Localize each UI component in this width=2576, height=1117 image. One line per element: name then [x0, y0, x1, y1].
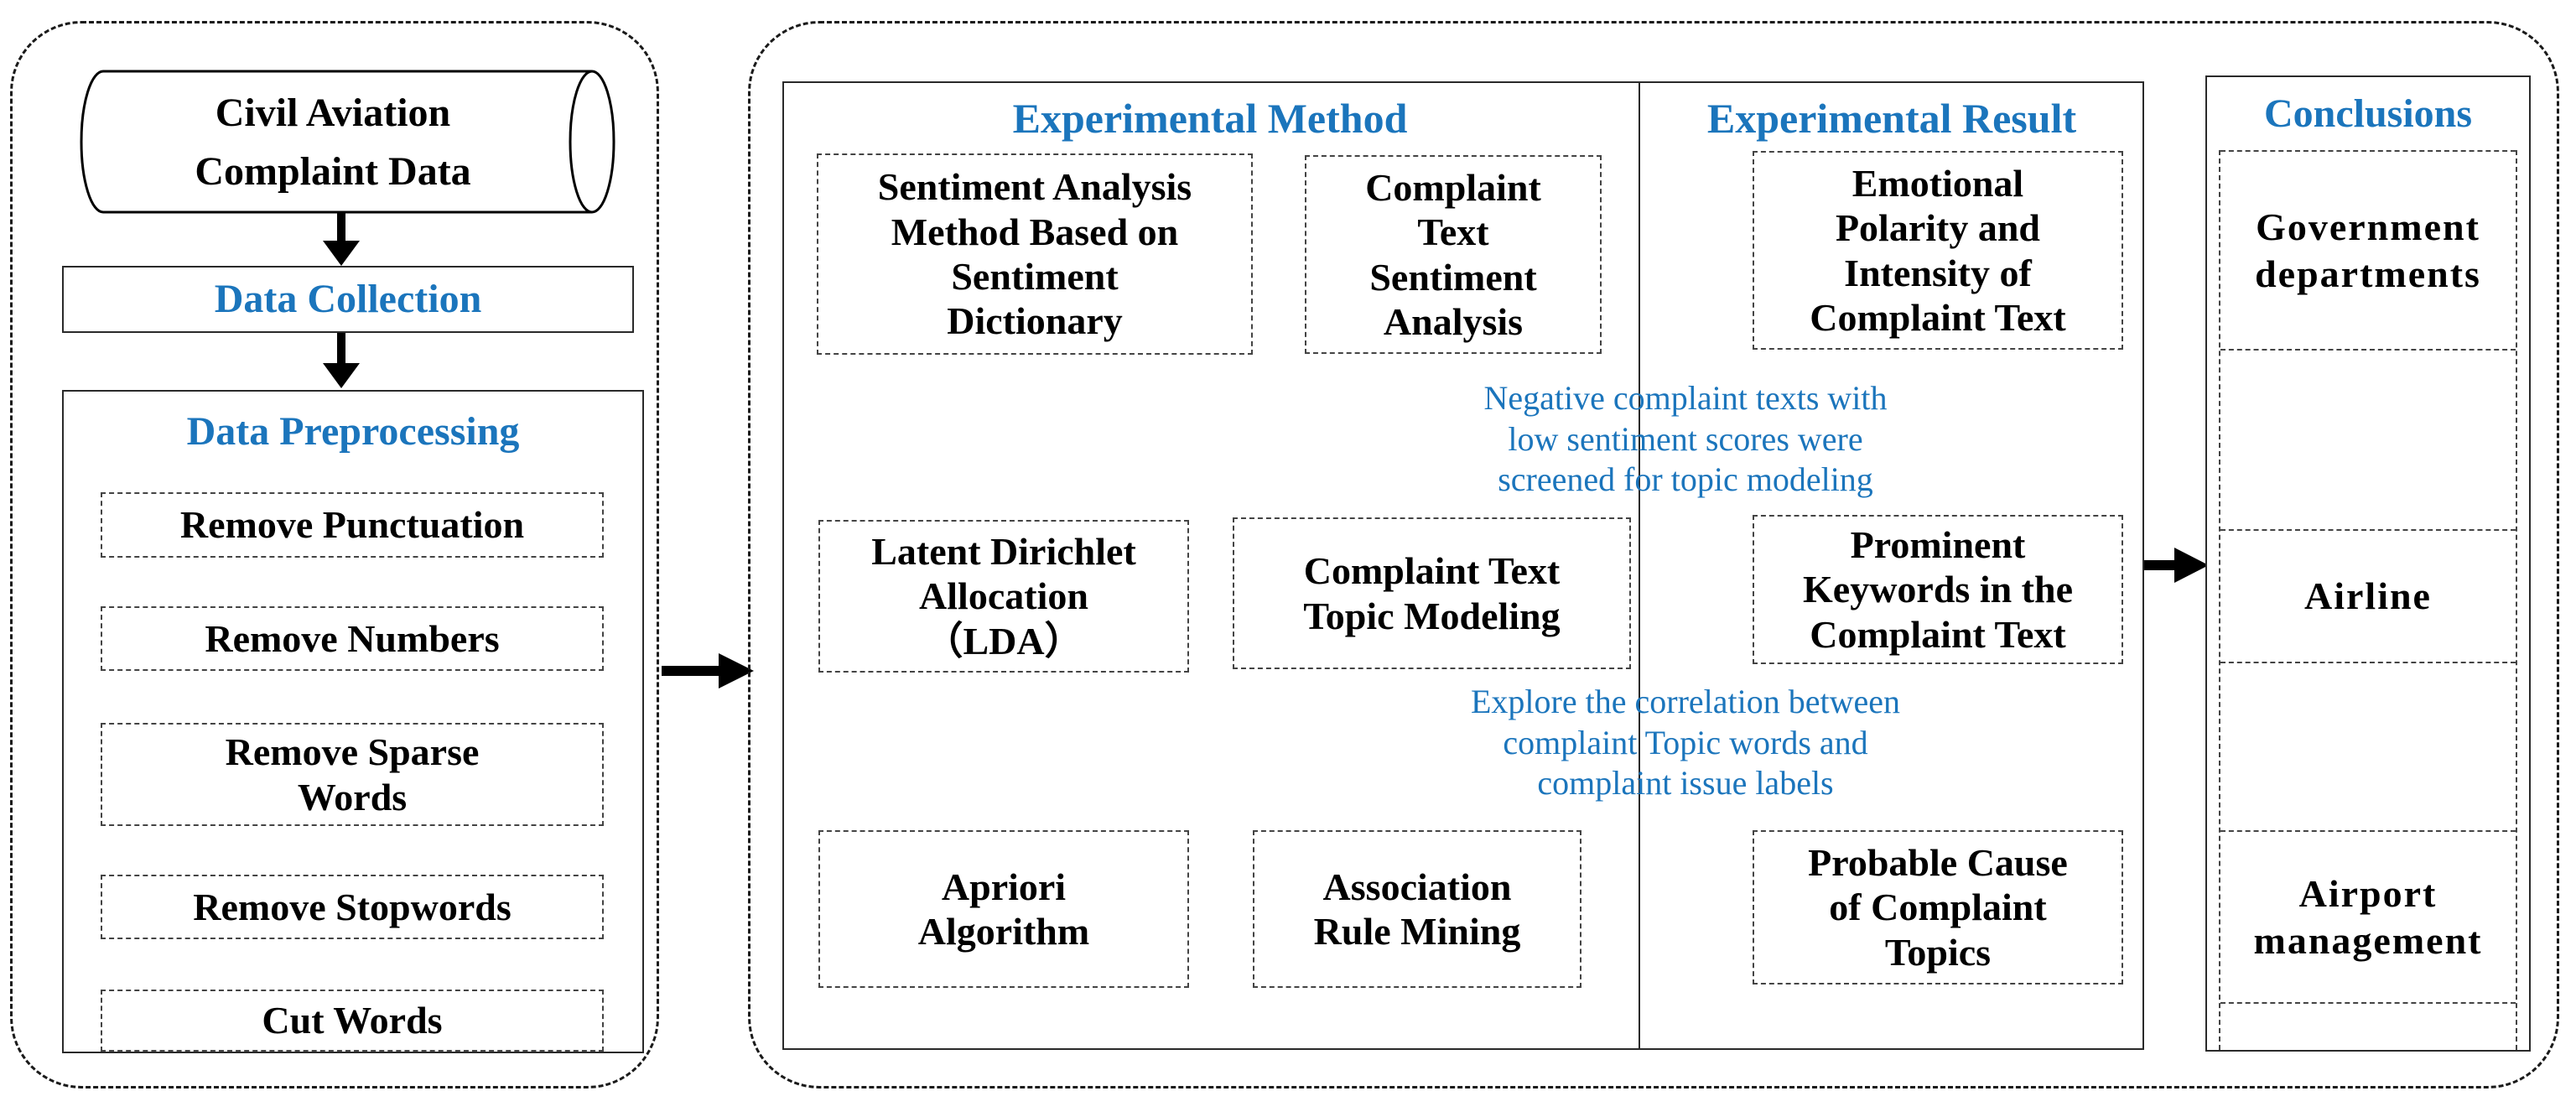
step-cut-words: Cut Words	[101, 990, 604, 1052]
node-association-rule-mining: Association Rule Mining	[1253, 830, 1581, 988]
result-column-header: Experimental Result	[1706, 95, 2077, 142]
node-probable-cause-result: Probable Cause of Complaint Topics	[1753, 830, 2123, 985]
conclusion-spacer-2	[2220, 662, 2516, 830]
node-sentiment-dictionary-method: Sentiment Analysis Method Based on Senti…	[817, 153, 1253, 355]
step-remove-sparse-words: Remove Sparse Words	[101, 723, 604, 826]
node-apriori-algorithm: Apriori Algorithm	[818, 830, 1189, 988]
node-emotional-polarity-result: Emotional Polarity and Intensity of Comp…	[1753, 151, 2123, 350]
data-collection-box	[62, 266, 634, 333]
data-preprocessing-box	[62, 390, 644, 1053]
experiment-container	[748, 21, 2559, 1088]
cylinder-label: Civil Aviation Complaint Data	[195, 91, 471, 194]
step-remove-punctuation: Remove Punctuation	[101, 492, 604, 558]
method-result-divider	[1639, 81, 1640, 1050]
annotation-negative-texts: Negative complaint texts with low sentim…	[1483, 378, 1888, 499]
conclusions-header: Conclusions	[2263, 91, 2473, 137]
conclusion-government-departments: Government departments	[2220, 150, 2516, 349]
node-prominent-keywords-result: Prominent Keywords in the Complaint Text	[1753, 515, 2123, 664]
data-collection-label: Data Collection	[214, 277, 482, 322]
node-topic-modeling: Complaint Text Topic Modeling	[1233, 517, 1631, 669]
data-pipeline-container	[10, 21, 659, 1088]
node-complaint-text-sentiment-analysis: Complaint Text Sentiment Analysis	[1305, 155, 1602, 354]
conclusion-airport-management: Airport management	[2220, 830, 2516, 1002]
node-lda: Latent Dirichlet Allocation （LDA）	[818, 520, 1189, 673]
conclusion-spacer-3	[2220, 1002, 2516, 1050]
conclusion-airline: Airline	[2220, 529, 2516, 662]
annotation-explore-correlation: Explore the correlation between complain…	[1471, 682, 1900, 803]
method-column-header: Experimental Method	[1012, 95, 1408, 142]
conclusion-spacer-1	[2220, 349, 2516, 529]
step-remove-numbers: Remove Numbers	[101, 606, 604, 671]
step-remove-stopwords: Remove Stopwords	[101, 875, 604, 939]
conclusions-rows: Government departments Airline Airport m…	[2219, 150, 2517, 1050]
data-preprocessing-title: Data Preprocessing	[186, 409, 520, 455]
conclusions-box	[2205, 75, 2531, 1052]
arrow-left-to-experiment	[662, 653, 754, 688]
